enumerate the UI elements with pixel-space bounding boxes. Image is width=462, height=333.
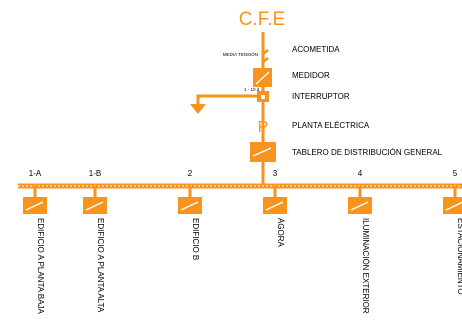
- panel-slash: [350, 201, 369, 211]
- breaker-dot: [261, 95, 265, 99]
- supply-voltage-label: MEDIA TENSIÓN: [223, 51, 258, 57]
- circuit-id-1-b: 1-B: [89, 169, 101, 178]
- acometida-symbol: [262, 49, 269, 63]
- diagram-title: C.F.E: [239, 9, 285, 30]
- auxiliary-branch-line: [196, 94, 263, 104]
- circuit-name-1-b: EDIFICIO A PLANTA ALTA: [96, 218, 105, 313]
- circuit-id-3: 3: [273, 169, 278, 178]
- panel-slash: [265, 201, 284, 211]
- circuit-id-5: 5: [453, 169, 458, 178]
- breaker-rating-label: 1 - 10 d: [244, 87, 260, 92]
- circuit-id-2: 2: [188, 169, 193, 178]
- legend-tablero: TABLERO DE DISTRIBUCIÓN GENERAL: [292, 148, 443, 157]
- legend-interruptor: INTERRUPTOR: [292, 92, 350, 101]
- board-slash: [252, 147, 272, 157]
- circuit-name-4: ILUMINACIÓN EXTERIOR: [361, 218, 370, 314]
- panel-slash: [445, 201, 462, 211]
- meter-slash: [255, 71, 270, 85]
- legend-planta-electrica: PLANTA ELÉCTRICA: [292, 121, 370, 130]
- auxiliary-branch-arrow: [190, 104, 206, 114]
- panel-slash: [25, 201, 44, 211]
- legend-medidor: MEDIDOR: [292, 71, 330, 80]
- circuit-name-1-a: EDIFICIO A PLANTA BAJA: [36, 218, 45, 315]
- circuits-group: 1-A EDIFICIO A PLANTA BAJA 1-B EDIFICIO A P…: [23, 169, 462, 315]
- panel-symbol-5: [443, 197, 462, 214]
- panel-slash: [180, 201, 199, 211]
- panel-slash: [85, 201, 104, 211]
- generator-plant-letter: P: [258, 119, 269, 136]
- circuit-name-5: ESTACIONAMIENTO: [456, 218, 462, 295]
- circuit-id-1-a: 1-A: [29, 169, 42, 178]
- circuit-id-4: 4: [358, 169, 363, 178]
- legend-acometida: ACOMETIDA: [292, 45, 340, 54]
- circuit-name-3: ÁGORA: [276, 218, 285, 248]
- circuit-name-2: EDIFICIO B: [191, 218, 200, 260]
